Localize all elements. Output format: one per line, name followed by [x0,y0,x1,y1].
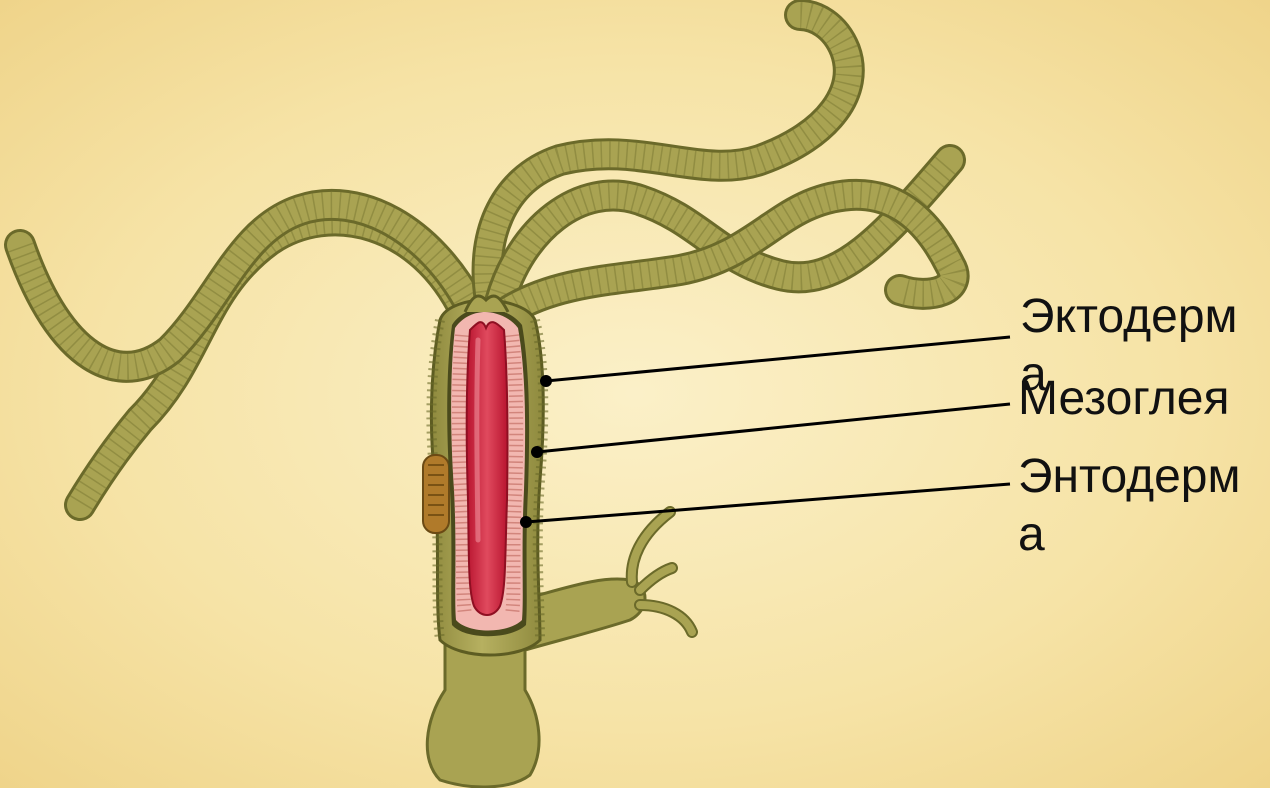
bud [520,512,692,650]
foot [427,640,539,787]
leader-dot-endoderm [520,516,532,528]
label-mesoglea: Мезоглея [1018,370,1268,428]
gastric-cavity [467,322,508,615]
label-endoderm: Энтодерма [1018,448,1258,564]
body-column [423,296,543,655]
leader-dot-ectoderm [540,375,552,387]
leader-line-mesoglea [537,404,1010,452]
leader-line-endoderm [526,484,1010,522]
leader-lines [520,337,1010,528]
leader-line-ectoderm [546,337,1010,381]
tentacle-left [20,205,470,367]
leader-dot-mesoglea [531,446,543,458]
